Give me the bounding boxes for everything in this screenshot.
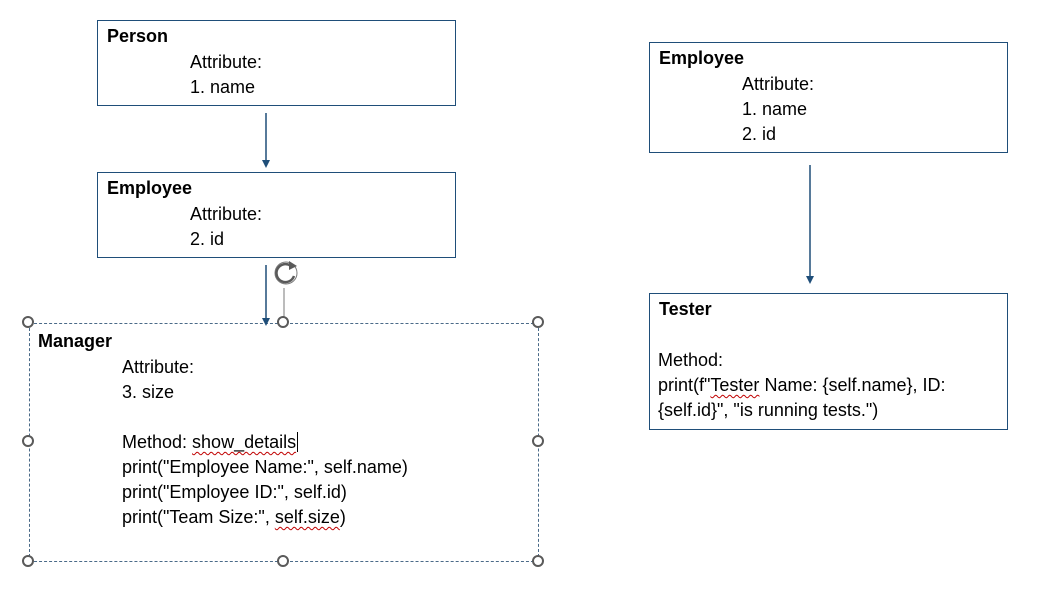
- manager-title: Manager: [38, 331, 113, 351]
- manager-code-line-2: print("Employee ID:", self.id): [122, 482, 347, 502]
- tester-box[interactable]: Tester Method: print(f"Tester Name: {sel…: [649, 293, 1008, 430]
- resize-handle-bottom-middle[interactable]: [277, 555, 289, 567]
- manager-attribute-size: 3. size: [122, 382, 175, 402]
- manager-code-line-3-prefix: print("Team Size:",: [122, 507, 275, 527]
- employee-right-title: Employee: [659, 48, 745, 68]
- tester-code-prefix: print(f": [658, 375, 711, 395]
- tester-code-rest: Name: {self.name}, ID:: [759, 375, 946, 395]
- manager-code-line-3: print("Team Size:", self.size): [122, 505, 346, 530]
- resize-handle-bottom-right[interactable]: [532, 555, 544, 567]
- resize-handle-middle-left[interactable]: [22, 435, 34, 447]
- tester-code-line-1: print(f"Tester Name: {self.name}, ID:: [658, 373, 946, 398]
- manager-method-line[interactable]: Method: show_details: [122, 430, 299, 455]
- manager-method-name: show_details: [192, 432, 297, 452]
- employee-right-attribute-label: Attribute:: [742, 74, 815, 94]
- employee-right-attribute-name: 1. name: [742, 99, 808, 119]
- tester-code-line-2: {self.id}", "is running tests."): [658, 400, 879, 420]
- tester-code-squiggle: Tester: [710, 375, 760, 395]
- text-caret: [297, 432, 299, 452]
- manager-code-line-3-suffix: ): [339, 507, 346, 527]
- resize-handle-middle-right[interactable]: [532, 435, 544, 447]
- resize-handle-top-right[interactable]: [532, 316, 544, 328]
- person-attribute-name: 1. name: [190, 77, 256, 97]
- manager-code-line-1: print("Employee Name:", self.name): [122, 457, 408, 477]
- person-title: Person: [107, 26, 169, 46]
- employee-left-attribute-label: Attribute:: [190, 204, 263, 224]
- person-box[interactable]: Person Attribute: 1. name: [97, 20, 456, 106]
- resize-handle-bottom-left[interactable]: [22, 555, 34, 567]
- manager-method-prefix: Method:: [122, 432, 193, 452]
- employee-box-right[interactable]: Employee Attribute: 1. name 2. id: [649, 42, 1008, 153]
- rotate-icon[interactable]: [274, 261, 298, 285]
- manager-code-line-3-squiggle: self.size: [274, 507, 340, 527]
- person-attribute-label: Attribute:: [190, 52, 263, 72]
- resize-handle-top-left[interactable]: [22, 316, 34, 328]
- resize-handle-top-middle[interactable]: [277, 316, 289, 328]
- tester-method-label: Method:: [658, 350, 724, 370]
- employee-right-attribute-id: 2. id: [742, 124, 777, 144]
- employee-left-attribute-id: 2. id: [190, 229, 225, 249]
- employee-box-left[interactable]: Employee Attribute: 2. id: [97, 172, 456, 258]
- manager-attribute-label: Attribute:: [122, 357, 195, 377]
- employee-left-title: Employee: [107, 178, 193, 198]
- tester-title: Tester: [659, 299, 712, 319]
